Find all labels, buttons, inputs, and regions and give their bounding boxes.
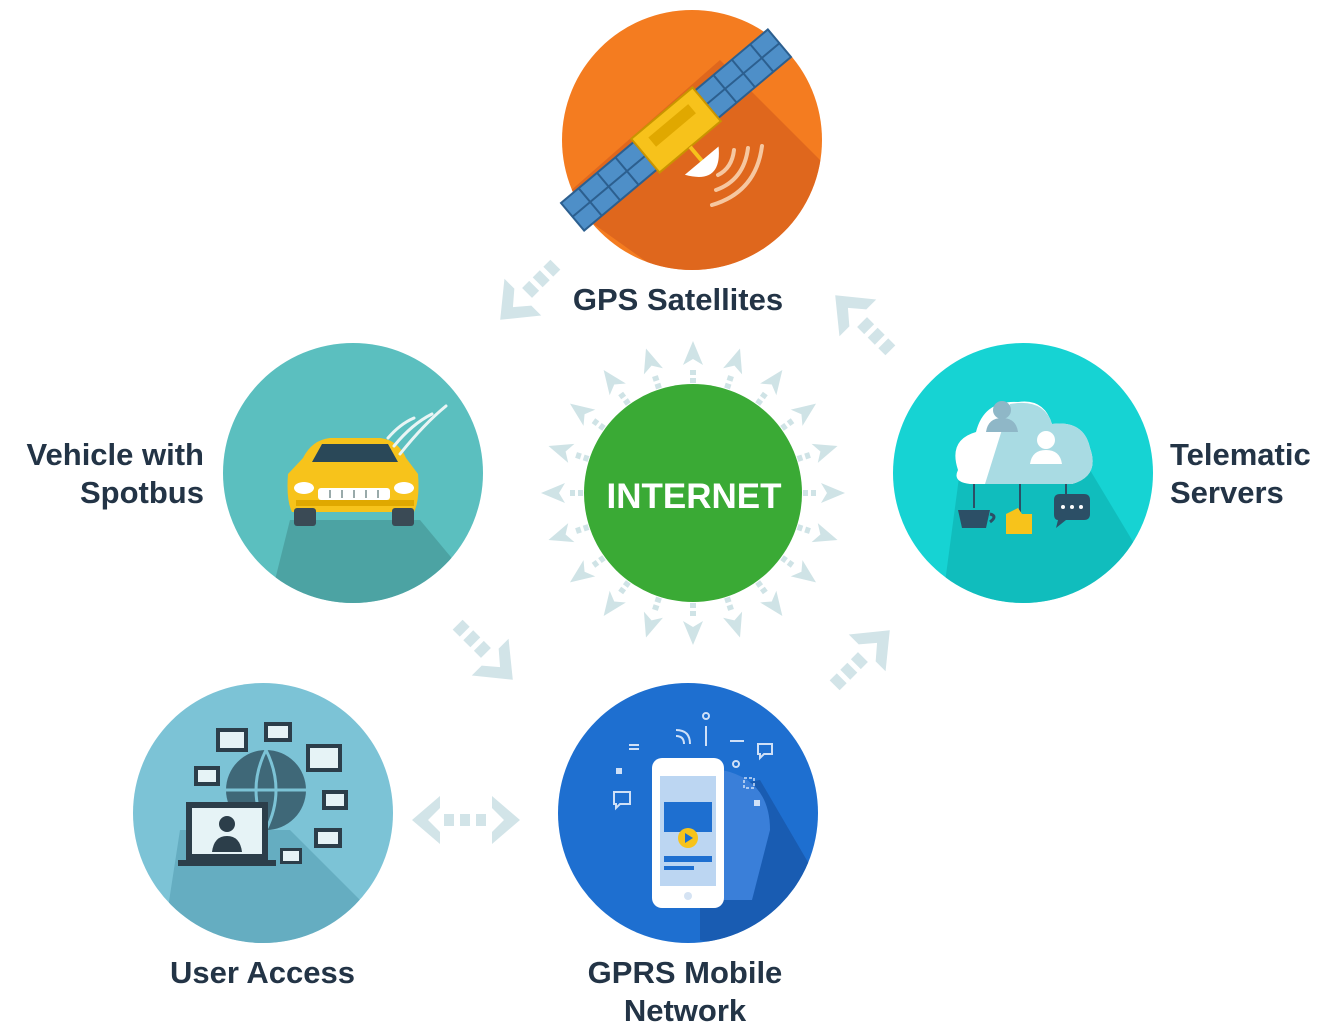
car-icon <box>287 438 419 526</box>
telematic-node <box>893 343 1153 603</box>
arrow-user-gprs-bidirectional <box>412 796 520 844</box>
telematic-label-line1: Telematic <box>1170 437 1311 472</box>
radial-arrow <box>564 549 610 591</box>
radial-arrow <box>776 395 822 437</box>
radial-arrow <box>564 395 610 437</box>
telematic-label: Telematic Servers <box>1170 436 1325 512</box>
radial-arrow <box>749 364 791 410</box>
radial-arrow <box>803 483 845 503</box>
gprs-label: GPRS Mobile Network <box>555 954 815 1030</box>
radial-arrow <box>794 436 841 469</box>
arrow-vehicle-to-gprs <box>439 606 532 699</box>
gprs-node <box>558 683 818 943</box>
vehicle-node <box>223 343 483 603</box>
user-access-label: User Access <box>140 954 385 992</box>
globe-computers-icon <box>178 722 348 866</box>
cloud-users-icon <box>955 401 1093 534</box>
vehicle-label: Vehicle with Spotbus <box>6 436 204 512</box>
vehicle-label-line2: Spotbus <box>80 475 204 510</box>
radial-arrow <box>717 594 750 641</box>
gprs-label-line1: GPRS Mobile <box>587 955 783 990</box>
radial-arrow <box>545 517 592 550</box>
gps-node <box>559 10 822 270</box>
connection-arrows <box>412 246 909 844</box>
radial-arrow <box>683 341 703 383</box>
radial-arrow <box>541 483 583 503</box>
radial-arrow <box>683 603 703 645</box>
arrow-telematic-to-gps <box>816 276 909 369</box>
radial-arrow <box>595 364 637 410</box>
radial-arrow <box>545 436 592 469</box>
radial-arrow <box>636 345 669 392</box>
radial-arrow <box>794 517 841 550</box>
radial-arrow <box>749 576 791 622</box>
gps-satellites-label: GPS Satellites <box>528 281 828 319</box>
arrow-gprs-to-telematic <box>816 611 909 704</box>
gps-label-line1: GPS Satellites <box>572 282 784 317</box>
gprs-label-line2: Network <box>623 993 747 1028</box>
vehicle-label-line1: Vehicle with <box>26 437 204 472</box>
radial-arrow <box>636 594 669 641</box>
user-label-line1: User Access <box>170 955 355 990</box>
user-node <box>133 683 393 943</box>
radial-arrow <box>717 345 750 392</box>
satellite-icon <box>559 28 793 232</box>
internet-label: INTERNET <box>606 477 782 516</box>
internet-circle <box>584 384 802 602</box>
radial-arrow <box>595 576 637 622</box>
telematic-label-line2: Servers <box>1170 475 1284 510</box>
radial-arrow <box>776 549 822 591</box>
